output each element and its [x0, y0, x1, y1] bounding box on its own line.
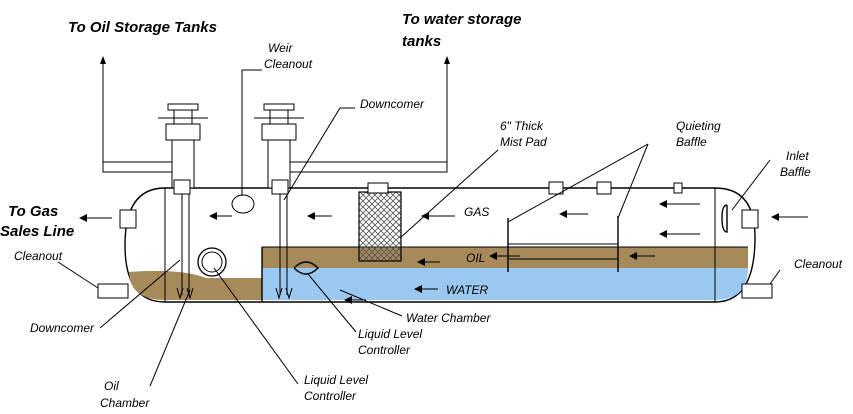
llc-right-float	[293, 261, 319, 275]
label-oil-chamber-1: Oil	[104, 379, 119, 393]
label-downcomer-top: Downcomer	[360, 97, 425, 111]
label-mist-pad-1: 6" Thick	[500, 119, 544, 133]
label-cleanout-right: Cleanout	[794, 257, 843, 271]
flow-arrows	[79, 200, 808, 304]
label-cleanout-left: Cleanout	[14, 249, 63, 263]
label-llc-left-2: Controller	[304, 389, 357, 403]
label-quieting-baffle-2: Baffle	[676, 135, 707, 149]
cleanout-left-nozzle	[97, 283, 129, 299]
label-quieting-baffle-1: Quieting	[676, 119, 721, 133]
label-oil-chamber-2: Chamber	[100, 396, 150, 410]
label-gas-sales-1: To Gas	[8, 203, 58, 220]
label-weir-cleanout-1: Weir	[268, 41, 293, 55]
downcomer-right	[275, 192, 293, 300]
inlet-nozzle	[741, 209, 759, 229]
label-gas: GAS	[464, 205, 489, 219]
label-llc-right-2: Controller	[358, 343, 411, 357]
mist-pad-cap	[367, 182, 389, 194]
water-outlet-valve	[254, 56, 450, 195]
label-oil-storage: To Oil Storage Tanks	[68, 19, 217, 36]
label-inlet-baffle-1: Inlet	[786, 149, 809, 163]
cleanout-right-nozzle	[741, 283, 773, 299]
label-water-storage-2: tanks	[402, 33, 441, 50]
leader-lines	[57, 69, 781, 387]
weir-cleanout-port	[231, 194, 255, 214]
llc-left-float	[197, 247, 227, 277]
oil-layer	[262, 247, 748, 268]
label-llc-right-1: Liquid Level	[358, 327, 422, 341]
mist-pad	[358, 191, 402, 262]
label-gas-sales-2: Sales Line	[0, 223, 74, 240]
top-nozzle-2	[596, 181, 612, 195]
label-mist-pad-2: Mist Pad	[500, 135, 547, 149]
label-downcomer-bottom: Downcomer	[30, 321, 95, 335]
label-inlet-baffle-2: Baffle	[780, 165, 811, 179]
gas-outlet-nozzle	[119, 209, 137, 229]
llc-left-float-inner	[201, 251, 223, 273]
label-water-chamber: Water Chamber	[406, 311, 491, 325]
inlet-baffle	[721, 204, 728, 233]
water-layer	[262, 268, 748, 300]
oil-chamber-fill	[129, 270, 262, 300]
top-nozzle-3	[673, 182, 683, 194]
label-llc-left-1: Liquid Level	[304, 373, 368, 387]
oil-outlet-valve	[100, 56, 208, 195]
label-oil: OIL	[466, 251, 485, 265]
downcomer-left	[176, 192, 194, 300]
label-water: WATER	[446, 283, 489, 297]
top-nozzle-1	[548, 181, 564, 195]
label-water-storage-1: To water storage	[402, 11, 521, 28]
quieting-baffle	[507, 216, 619, 272]
label-weir-cleanout-2: Cleanout	[264, 57, 313, 71]
